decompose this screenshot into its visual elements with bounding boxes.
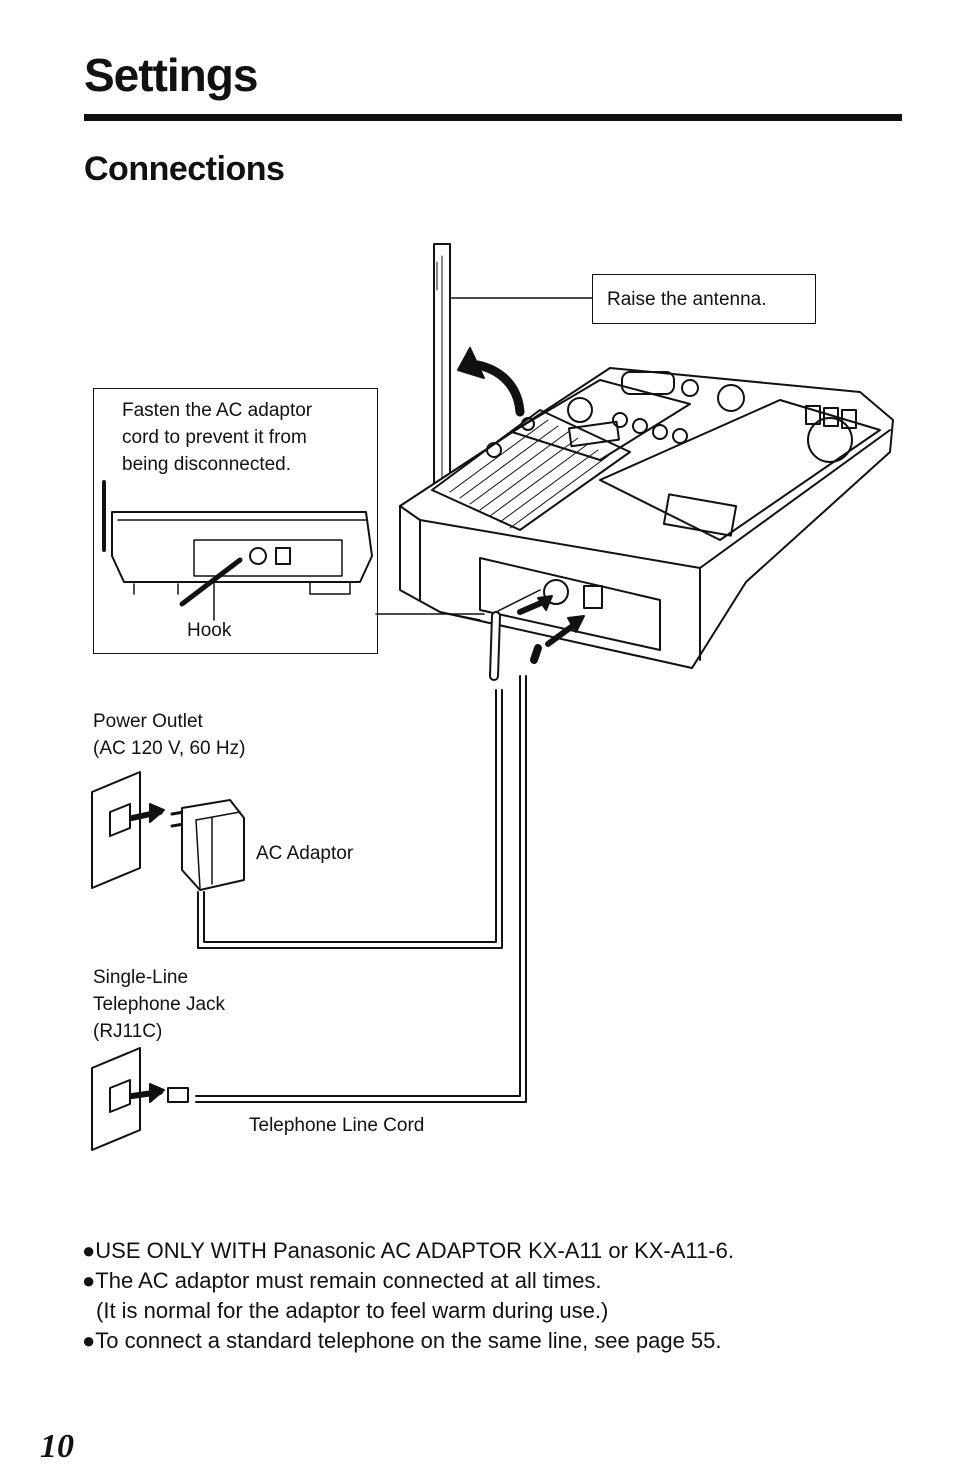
line-cord-label: Telephone Line Cord <box>249 1115 425 1136</box>
power-outlet-label: Power Outlet (AC 120 V, 60 Hz) <box>93 708 245 762</box>
plug-arrows-icon <box>517 595 585 647</box>
note-item: ●To connect a standard telephone on the … <box>82 1328 722 1353</box>
antenna-callout-text: Raise the antenna. <box>607 289 767 310</box>
note-item: (It is normal for the adaptor to feel wa… <box>96 1298 609 1323</box>
hook-inset-illustration <box>102 480 373 621</box>
power-outlet-label-line-1: Power Outlet <box>93 711 203 732</box>
hook-label: Hook <box>187 620 232 641</box>
fasten-note-line-3: being disconnected. <box>122 454 292 475</box>
antenna-icon <box>433 243 451 485</box>
raise-arrow-icon <box>457 347 525 417</box>
fasten-note-line-1: Fasten the AC adaptor <box>122 400 313 421</box>
jack-label-line-3: (RJ11C) <box>93 1021 163 1042</box>
ac-adaptor-icon <box>170 799 245 891</box>
title-rule <box>84 114 902 121</box>
note-item: ●The AC adaptor must remain connected at… <box>82 1268 602 1293</box>
notes-list: ●USE ONLY WITH Panasonic AC ADAPTOR KX-A… <box>82 1236 734 1356</box>
note-item: ●USE ONLY WITH Panasonic AC ADAPTOR KX-A… <box>82 1238 734 1263</box>
power-outlet-label-line-2: (AC 120 V, 60 Hz) <box>93 738 246 759</box>
telephone-jack-label: Single-Line Telephone Jack (RJ11C) <box>93 964 225 1045</box>
jack-label-line-2: Telephone Jack <box>93 994 226 1015</box>
fasten-note-line-2: cord to prevent it from <box>122 427 307 448</box>
ac-adaptor-cord <box>197 611 503 949</box>
power-outlet-icon <box>91 771 165 889</box>
section-heading: Connections <box>84 150 285 188</box>
page-title: Settings <box>84 49 258 101</box>
base-unit-illustration <box>399 367 894 669</box>
jack-label-line-1: Single-Line <box>93 967 189 988</box>
hook-inset-box: Fasten the AC adaptor cord to prevent it… <box>93 388 378 654</box>
telephone-line-cord <box>195 644 542 1103</box>
antenna-callout-box: Raise the antenna. <box>592 274 816 324</box>
telephone-jack-icon <box>91 1047 189 1151</box>
ac-adaptor-label: AC Adaptor <box>256 843 354 864</box>
page-number: 10 <box>40 1428 74 1465</box>
